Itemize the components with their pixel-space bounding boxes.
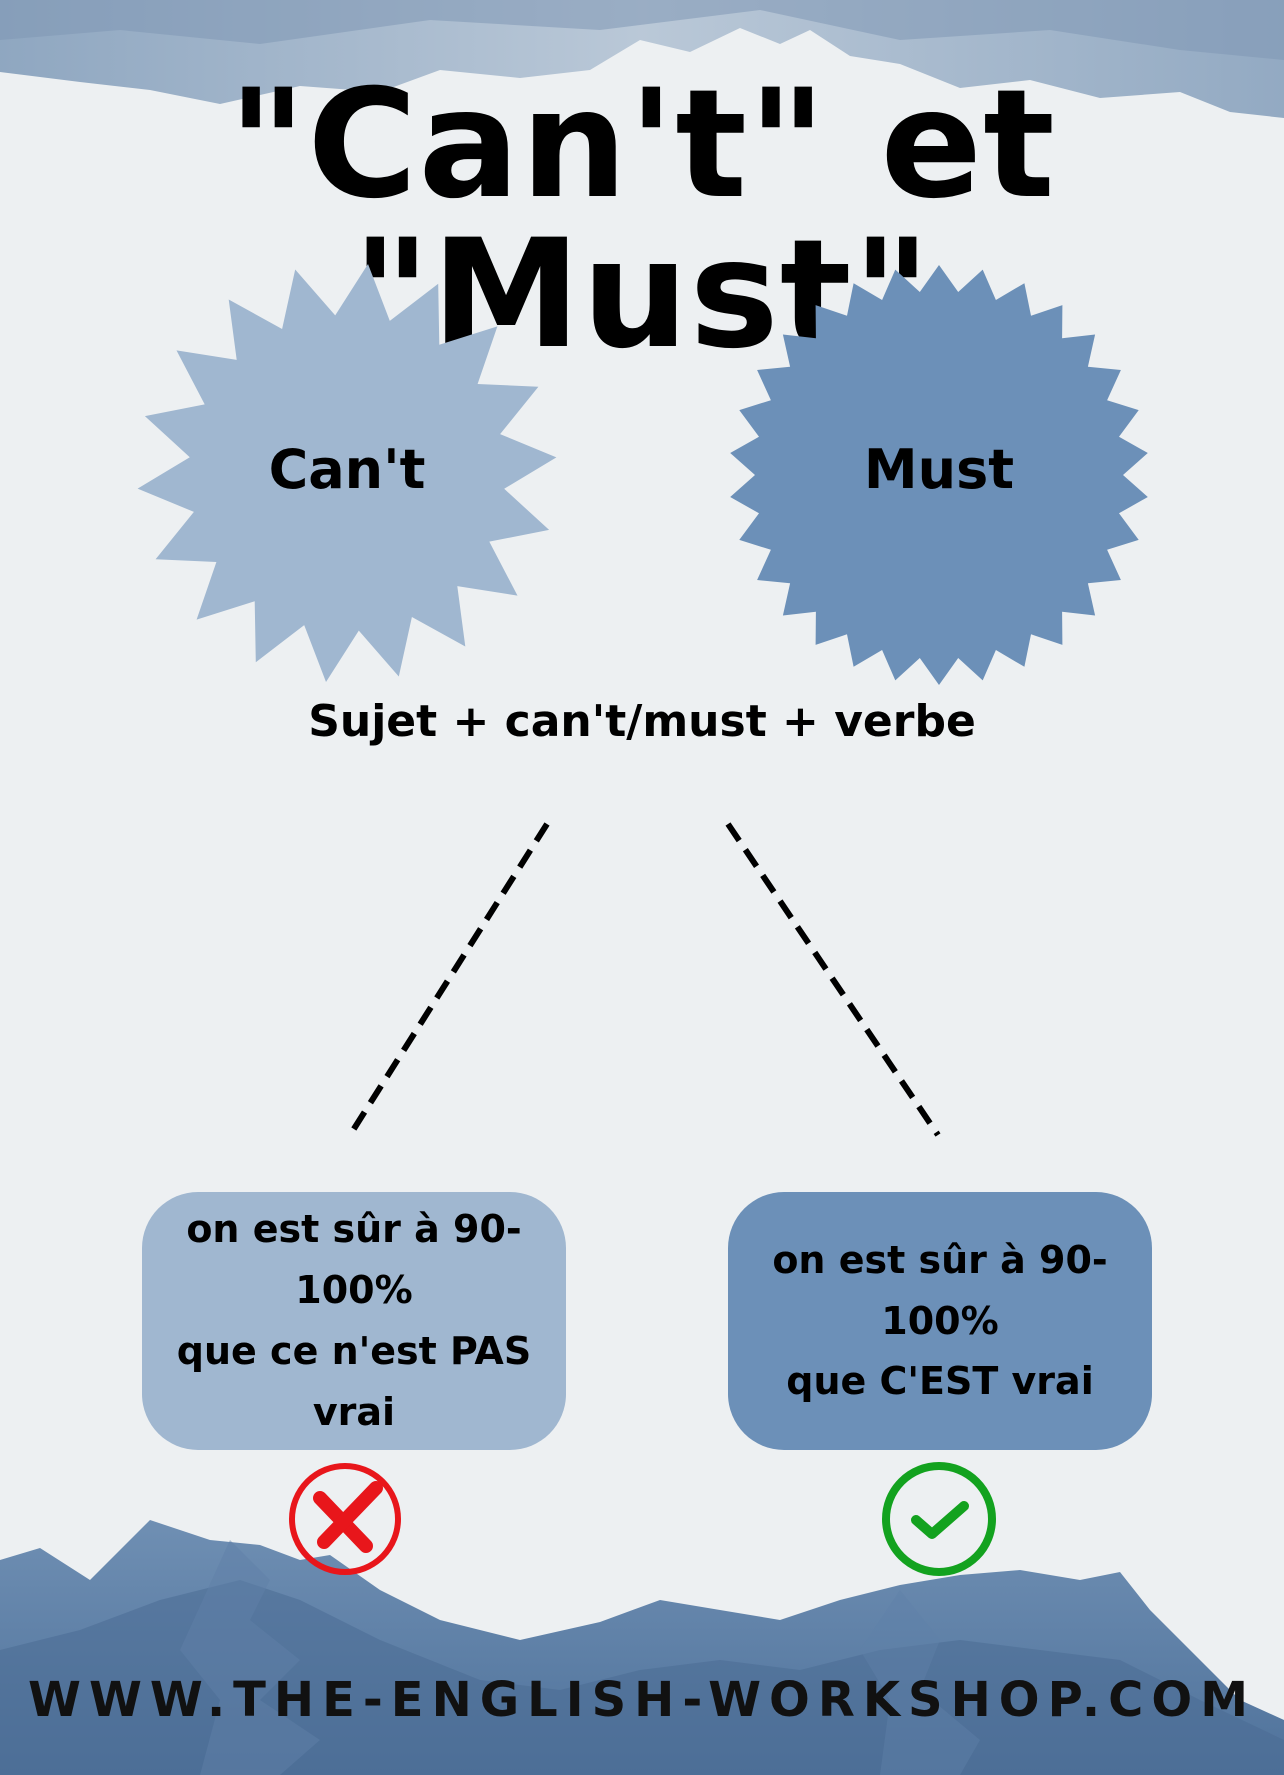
must-meaning-line1: on est sûr à 90-100% xyxy=(772,1237,1108,1343)
must-badge-label: Must xyxy=(863,438,1015,501)
must-meaning-box: on est sûr à 90-100% que C'EST vrai xyxy=(728,1192,1152,1450)
cant-meaning-box: on est sûr à 90-100% que ce n'est PAS vr… xyxy=(142,1192,566,1450)
cant-meaning-line1: on est sûr à 90-100% xyxy=(186,1207,522,1313)
cant-meaning-line2: que ce n'est PAS vrai xyxy=(176,1329,532,1434)
website-url[interactable]: WWW.THE-ENGLISH-WORKSHOP.COM xyxy=(28,1672,1256,1728)
must-starburst xyxy=(730,265,1148,685)
formula-text: Sujet + can't/must + verbe xyxy=(308,696,976,747)
cross-icon xyxy=(289,1463,401,1575)
right-dashed-connector xyxy=(725,822,941,1137)
must-starburst-shape xyxy=(730,265,1148,685)
left-dashed-connector xyxy=(347,822,550,1137)
cant-badge-label: Can't xyxy=(268,438,426,501)
cant-starburst-shape xyxy=(137,264,557,682)
must-meaning-line2: que C'EST vrai xyxy=(786,1359,1094,1404)
check-icon xyxy=(882,1462,996,1576)
cant-starburst xyxy=(137,264,557,682)
